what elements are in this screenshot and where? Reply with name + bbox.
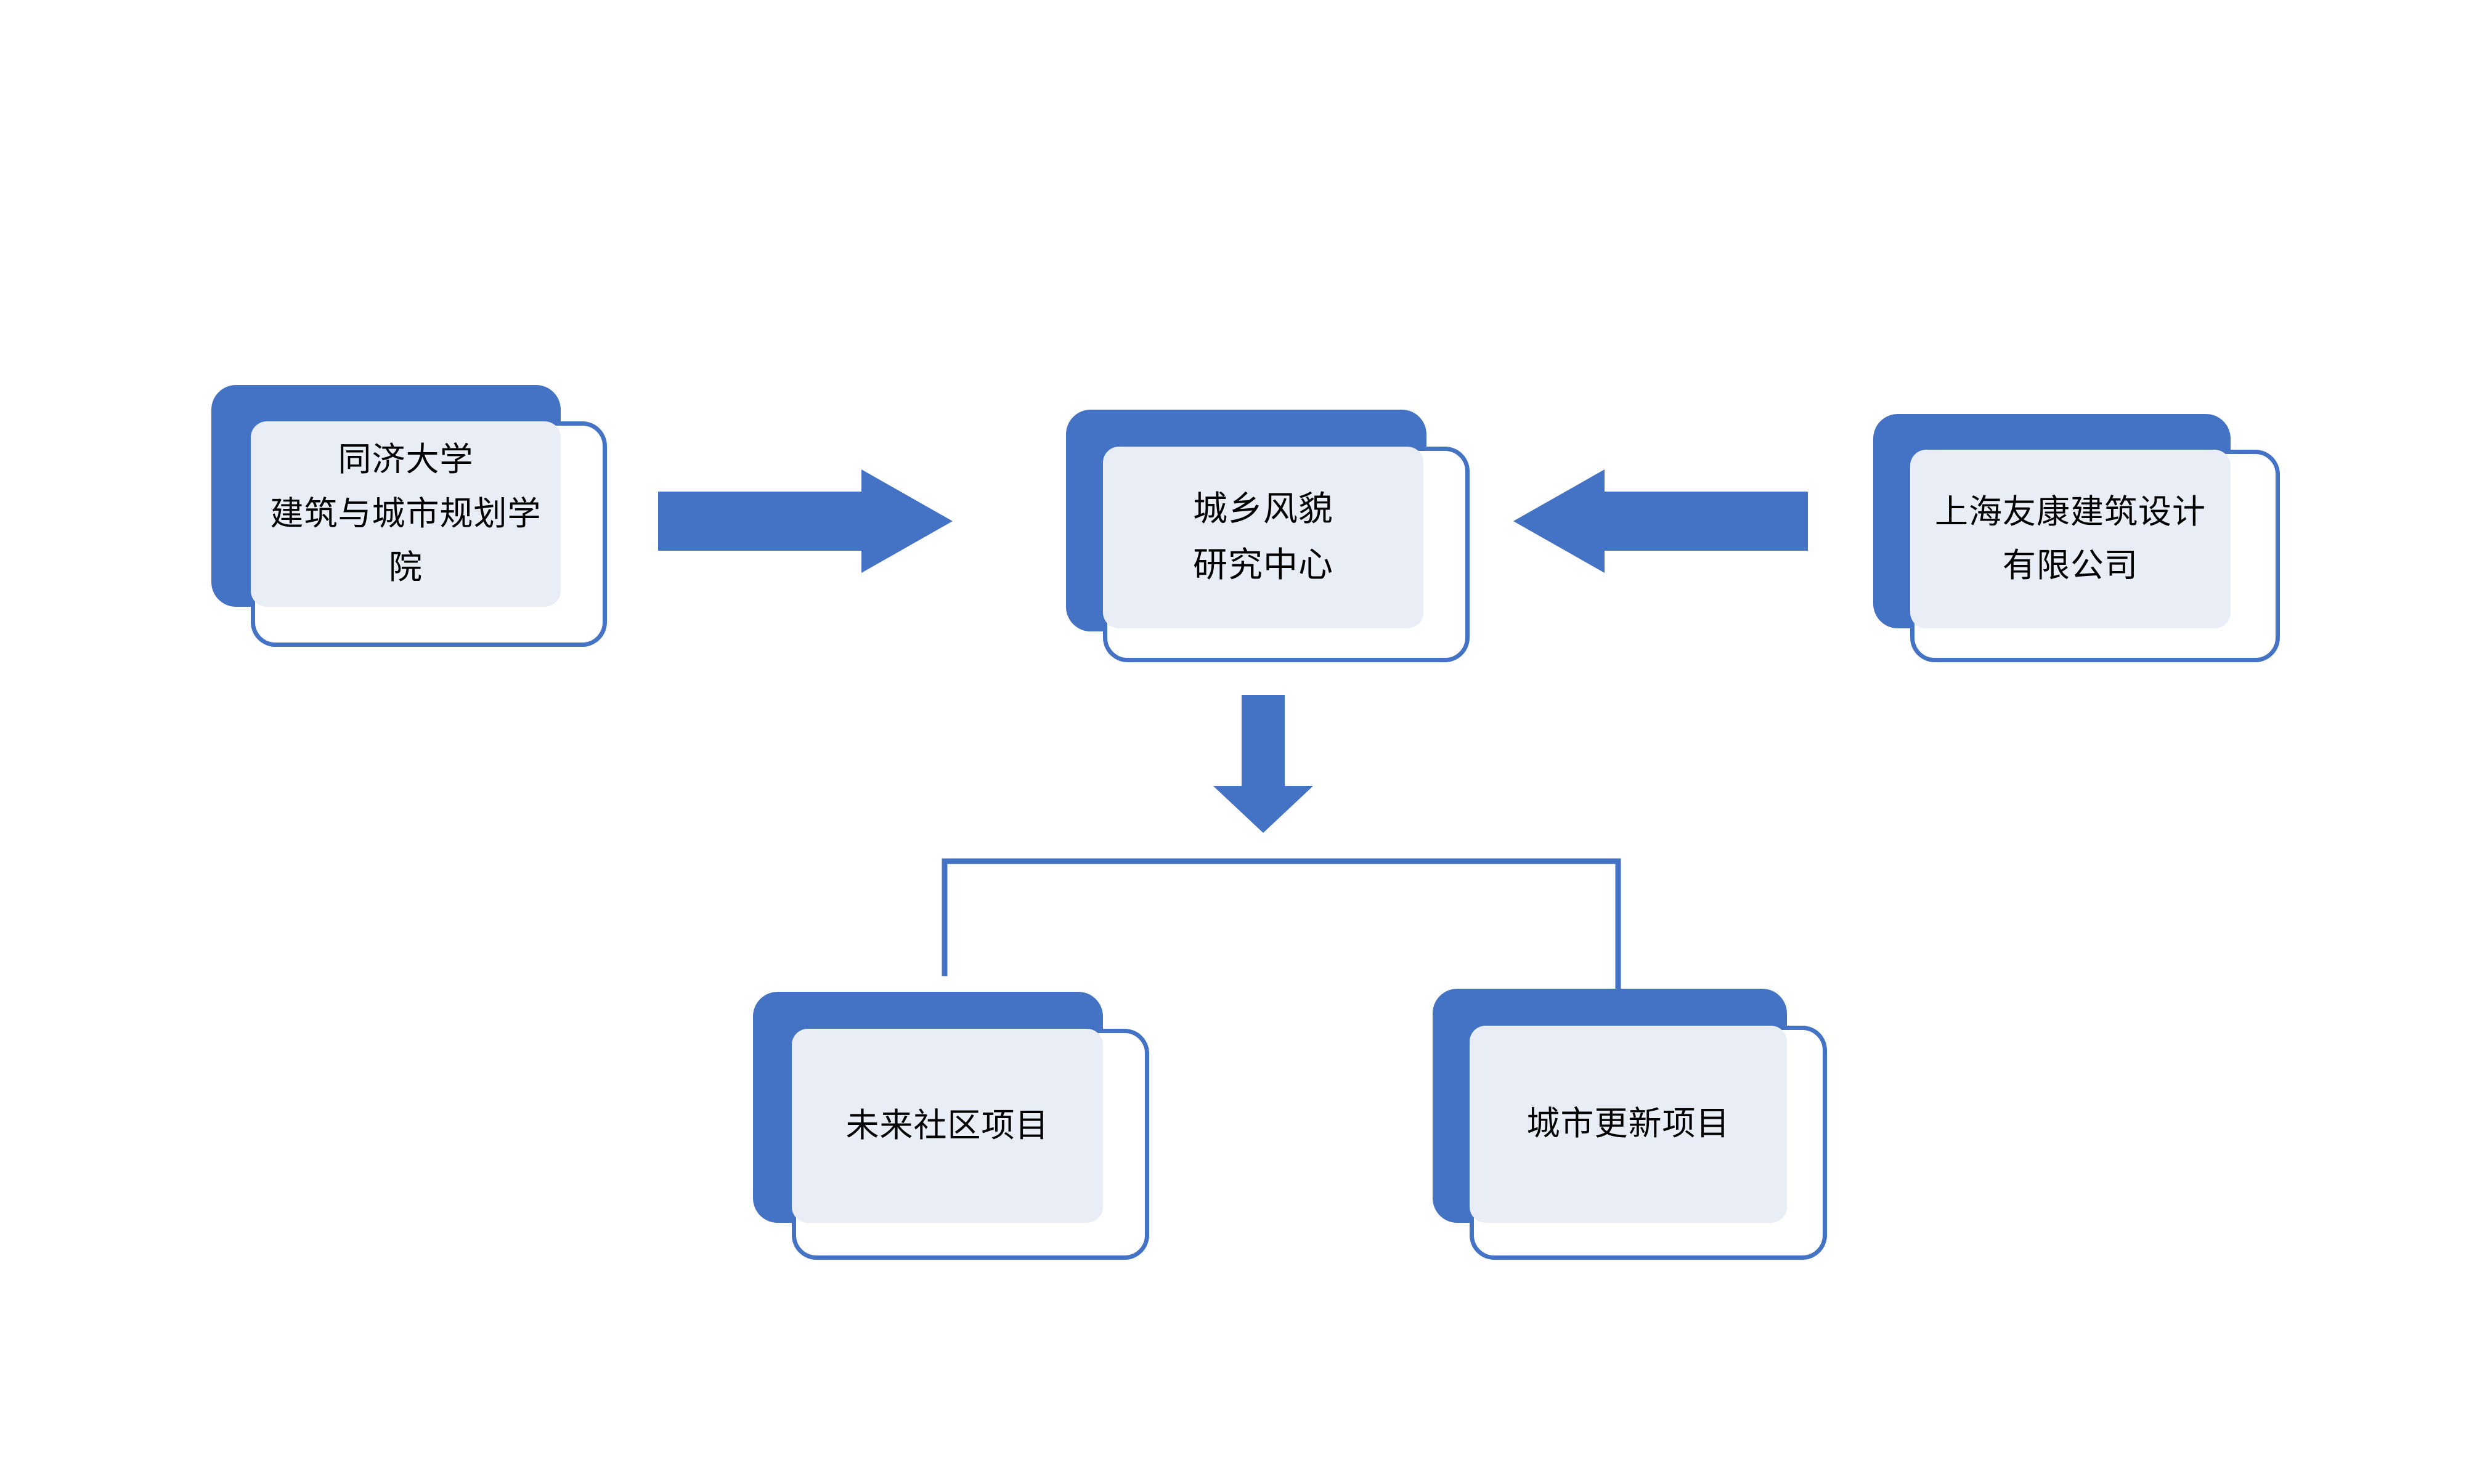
- node-tongji-plate: 同济大学 建筑与城市规划学院: [251, 421, 561, 607]
- arrow-youkang-to-center: [1511, 467, 1808, 575]
- node-youkang[interactable]: 上海友康建筑设计有限公司: [1873, 414, 2286, 673]
- connector-bracket-projects: [937, 856, 1627, 995]
- node-future-community[interactable]: 未来社区项目: [753, 992, 1160, 1269]
- bracket-line-left: [942, 858, 1621, 990]
- node-center[interactable]: 城乡风貌 研究中心: [1066, 410, 1473, 668]
- node-future-community-label: 未来社区项目: [845, 1106, 1049, 1144]
- node-urban-renewal[interactable]: 城市更新项目: [1433, 989, 1839, 1269]
- node-urban-renewal-plate: 城市更新项目: [1470, 1026, 1787, 1223]
- left-arrow-icon: [1513, 469, 1808, 573]
- arrow-tongji-to-center: [658, 467, 954, 575]
- node-youkang-label: 上海友康建筑设计有限公司: [1935, 493, 2206, 584]
- node-center-plate: 城乡风貌 研究中心: [1103, 447, 1423, 628]
- arrow-center-to-projects: [1211, 695, 1316, 834]
- node-urban-renewal-label: 城市更新项目: [1526, 1105, 1730, 1143]
- node-center-label: 城乡风貌 研究中心: [1193, 490, 1333, 585]
- node-future-community-plate: 未来社区项目: [792, 1029, 1103, 1223]
- down-arrow-icon: [1213, 695, 1313, 833]
- node-tongji[interactable]: 同济大学 建筑与城市规划学院: [211, 385, 612, 650]
- node-youkang-plate: 上海友康建筑设计有限公司: [1910, 450, 2231, 628]
- right-arrow-icon: [658, 469, 953, 573]
- node-tongji-label: 同济大学 建筑与城市规划学院: [270, 441, 542, 586]
